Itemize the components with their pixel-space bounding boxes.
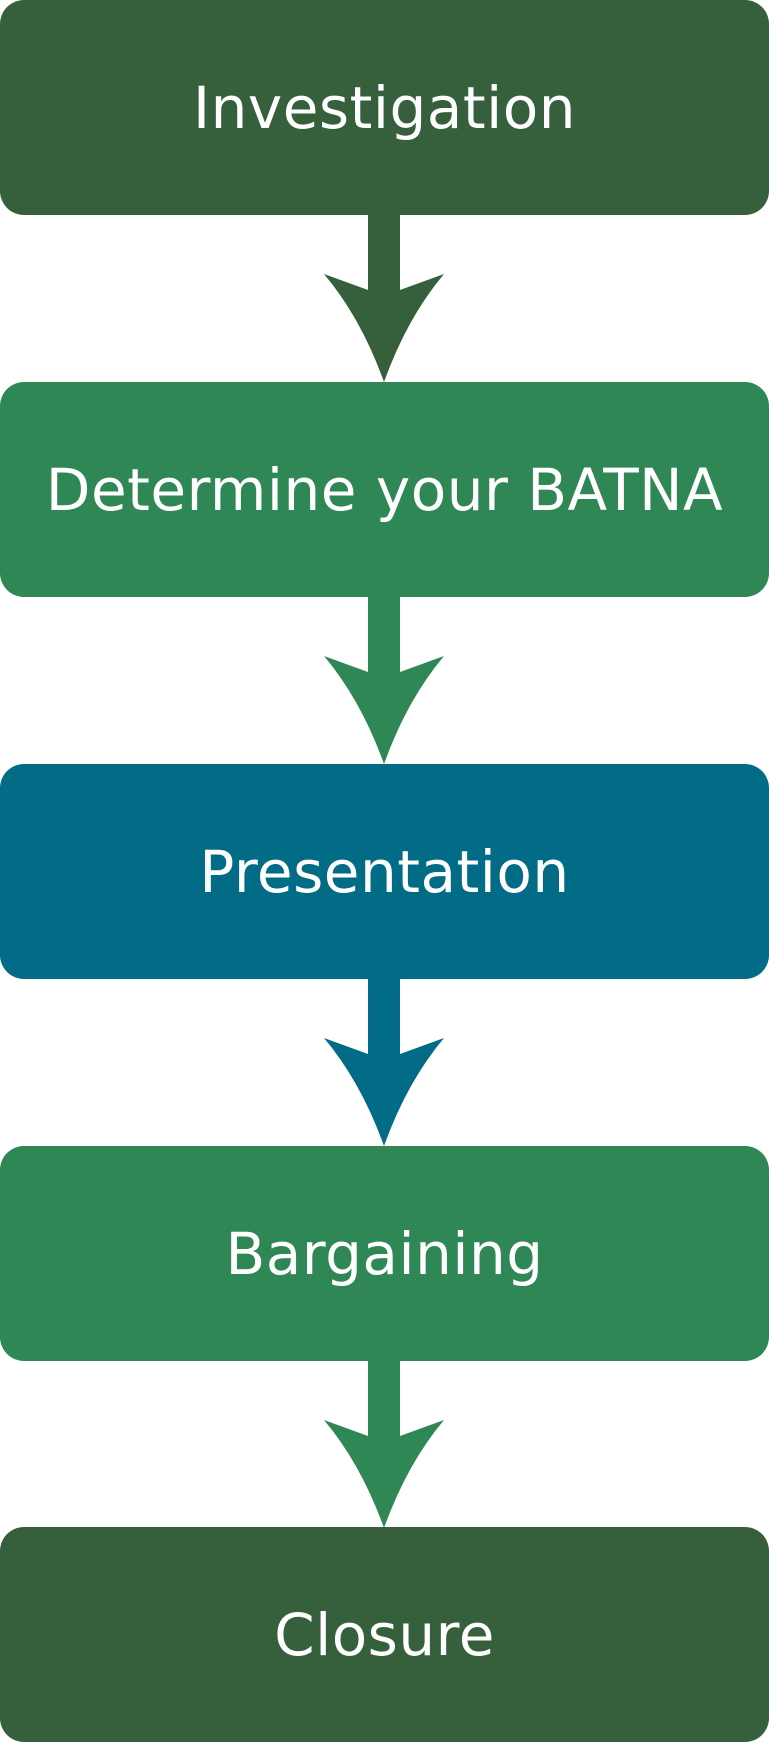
step-closure: Closure: [0, 1527, 769, 1742]
step-label: Investigation: [193, 73, 576, 142]
arrow-down-icon: [324, 979, 444, 1146]
step-determine-batna: Determine your BATNA: [0, 382, 769, 597]
step-investigation: Investigation: [0, 0, 769, 215]
arrow-down-icon: [324, 215, 444, 382]
step-label: Bargaining: [225, 1219, 544, 1288]
step-bargaining: Bargaining: [0, 1146, 769, 1361]
arrow-down-icon: [324, 1361, 444, 1528]
step-label: Presentation: [199, 837, 570, 906]
arrow-shape: [324, 1361, 444, 1528]
step-label: Closure: [274, 1600, 495, 1669]
arrow-shape: [324, 979, 444, 1146]
step-presentation: Presentation: [0, 764, 769, 979]
step-label: Determine your BATNA: [45, 455, 724, 524]
arrow-shape: [324, 215, 444, 382]
arrow-shape: [324, 597, 444, 764]
arrow-down-icon: [324, 597, 444, 764]
